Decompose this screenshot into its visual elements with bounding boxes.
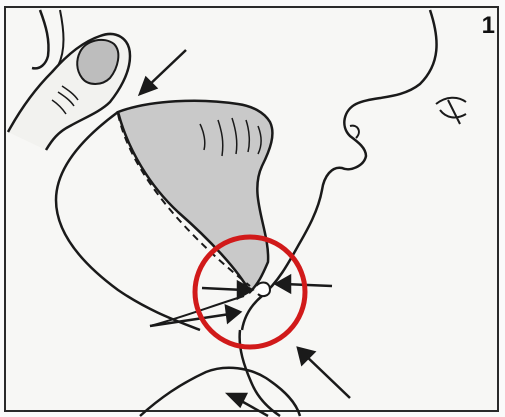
arrow-thumb — [140, 50, 186, 94]
finger-shape — [32, 10, 49, 68]
eye-icon — [436, 98, 466, 124]
nipple-tip — [256, 283, 270, 297]
breast-shape — [118, 101, 272, 292]
arrow-nipple-left — [202, 282, 252, 298]
baby-body-curve — [140, 368, 300, 416]
panel-number: 1 — [482, 14, 495, 38]
arrow-bottom — [228, 394, 268, 416]
index-finger-shape — [58, 10, 64, 66]
arrow-chin — [298, 348, 350, 398]
baby-face-profile — [242, 10, 437, 330]
